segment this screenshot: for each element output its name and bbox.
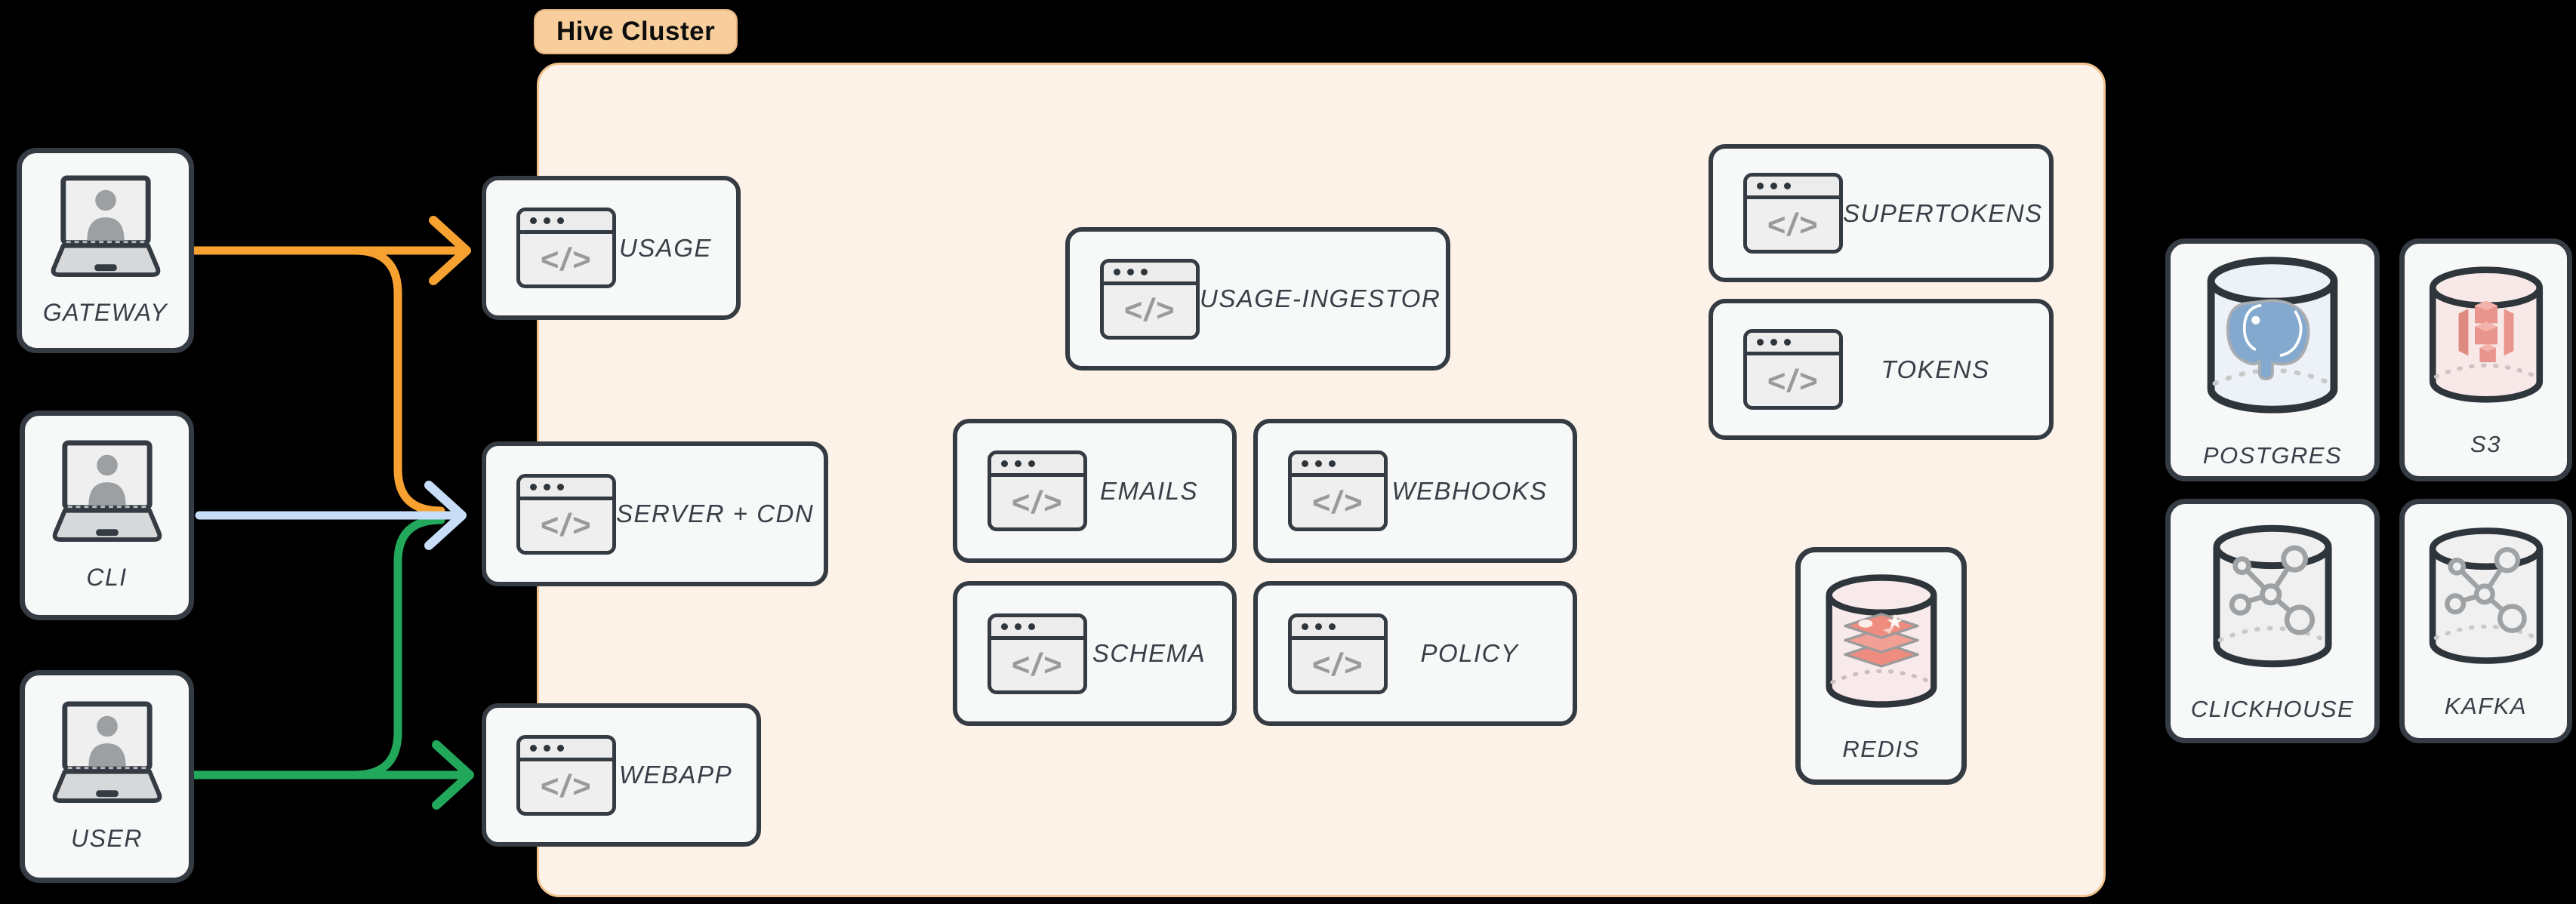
node-label: USER xyxy=(71,825,143,852)
node-kafka[interactable]: KAFKA xyxy=(2399,499,2572,743)
postgres-database-icon xyxy=(2198,251,2347,423)
code-window-icon: </> xyxy=(1288,613,1388,694)
node-tokens[interactable]: </> TOKENS xyxy=(1709,299,2054,440)
node-gateway[interactable]: GATEWAY xyxy=(17,148,194,353)
arrowhead-webapp xyxy=(432,740,474,810)
s3-database-icon xyxy=(2421,262,2551,411)
node-label: SERVER + CDN xyxy=(616,500,815,527)
node-user[interactable]: USER xyxy=(20,670,194,883)
node-label: GATEWAY xyxy=(42,299,168,326)
node-label: SCHEMA xyxy=(1092,639,1206,667)
node-usage-ingestor[interactable]: </> USAGE-INGESTOR xyxy=(1065,227,1450,371)
kafka-database-icon xyxy=(2421,522,2551,673)
node-label: KAFKA xyxy=(2444,693,2528,719)
code-window-icon: </> xyxy=(1100,258,1200,340)
node-label: WEBAPP xyxy=(618,761,733,789)
node-label: CLICKHOUSE xyxy=(2190,695,2355,722)
node-label: REDIS xyxy=(1842,735,1920,762)
node-label: SUPERTOKENS xyxy=(1843,198,2043,227)
code-window-icon: </> xyxy=(988,613,1087,694)
node-label: TOKENS xyxy=(1881,355,1990,383)
code-window-icon: </> xyxy=(988,450,1087,531)
code-window-icon: </> xyxy=(516,208,616,288)
hive-cluster-tag: Hive Cluster xyxy=(534,9,738,54)
code-window-icon: </> xyxy=(1743,329,1843,410)
code-window-icon: </> xyxy=(516,473,616,555)
node-label: WEBHOOKS xyxy=(1391,476,1548,505)
node-cli[interactable]: CLI xyxy=(20,410,194,620)
code-window-icon: </> xyxy=(1288,450,1388,531)
node-label: USAGE xyxy=(618,233,713,262)
node-label: USAGE-INGESTOR xyxy=(1200,284,1441,312)
edge-gateway-servercdn xyxy=(350,246,445,515)
clickhouse-database-icon xyxy=(2205,520,2340,676)
node-label: CLI xyxy=(86,564,128,591)
node-redis[interactable]: REDIS xyxy=(1795,547,1967,785)
hive-cluster-label: Hive Cluster xyxy=(556,17,716,46)
node-policy[interactable]: </> POLICY xyxy=(1253,581,1577,726)
node-emails[interactable]: </> EMAILS xyxy=(953,419,1237,563)
laptop-user-icon xyxy=(44,439,171,547)
laptop-user-icon xyxy=(42,174,169,282)
node-webapp[interactable]: </> WEBAPP xyxy=(482,703,761,847)
node-supertokens[interactable]: </> SUPERTOKENS xyxy=(1709,144,2054,282)
node-label: POSTGRES xyxy=(2202,441,2343,469)
node-s3[interactable]: S3 xyxy=(2399,238,2572,481)
node-clickhouse[interactable]: CLICKHOUSE xyxy=(2165,499,2380,743)
node-server-cdn[interactable]: </> SERVER + CDN xyxy=(482,441,828,586)
laptop-user-icon xyxy=(44,700,171,808)
node-schema[interactable]: </> SCHEMA xyxy=(953,581,1237,726)
redis-database-icon xyxy=(1818,570,1945,716)
node-label: POLICY xyxy=(1420,639,1519,667)
node-postgres[interactable]: POSTGRES xyxy=(2165,238,2380,481)
code-window-icon: </> xyxy=(516,734,616,816)
edge-user-servercdn xyxy=(350,515,445,779)
arrowhead-servercdn xyxy=(424,481,467,550)
code-window-icon: </> xyxy=(1743,173,1843,254)
node-usage[interactable]: </> USAGE xyxy=(482,176,741,320)
arrowhead-usage xyxy=(429,216,471,285)
node-label: EMAILS xyxy=(1099,476,1199,505)
node-label: S3 xyxy=(2470,431,2501,457)
node-webhooks[interactable]: </> WEBHOOKS xyxy=(1253,419,1577,563)
